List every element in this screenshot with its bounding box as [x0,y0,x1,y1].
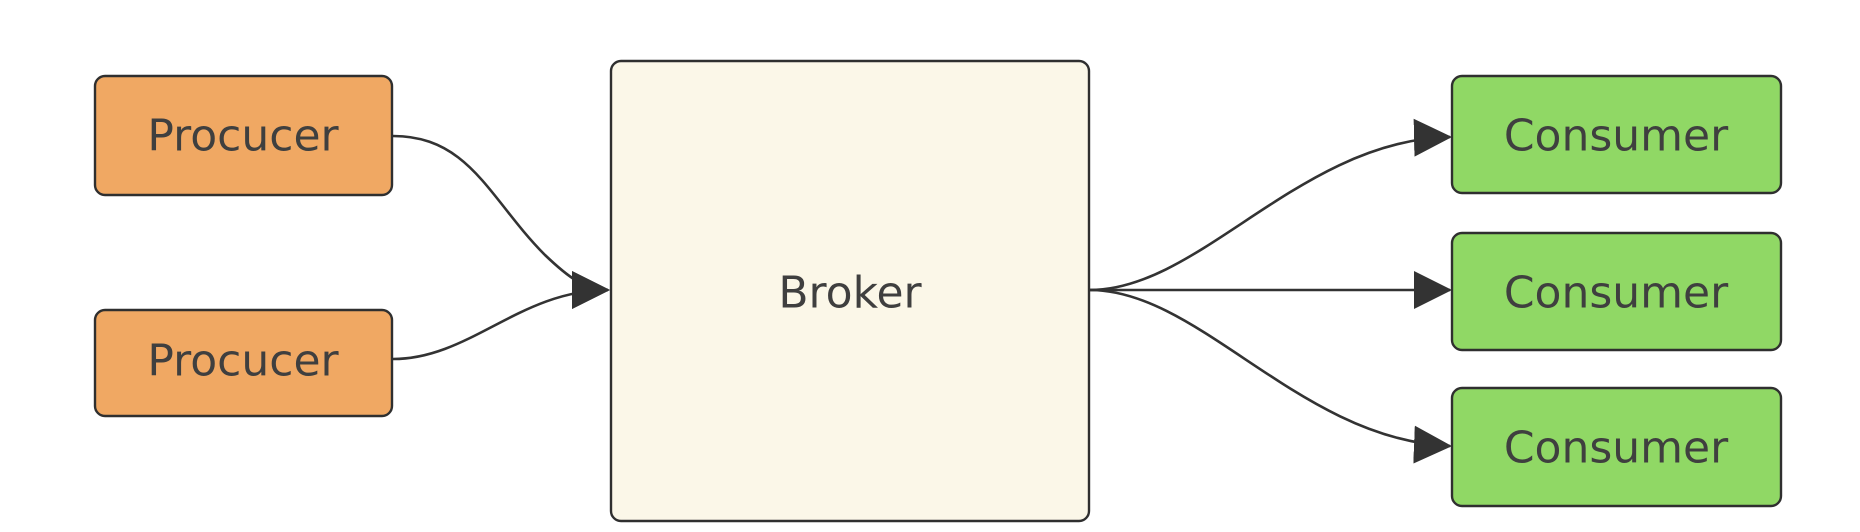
broker-box [609,59,1091,523]
producer-label-1: Procucer [147,111,339,162]
producer-node-1: Procucer [93,74,394,197]
producer-box-1 [93,74,394,197]
consumer-label-3: Consumer [1504,423,1729,474]
consumer-label-1: Consumer [1504,111,1729,162]
consumer-node-2: Consumer [1450,231,1783,352]
broker-node: Broker [609,59,1091,523]
broker-label: Broker [778,268,922,319]
edge-broker-to-consumer-3 [1089,288,1452,464]
producer-node-2: Procucer [93,308,394,418]
edges-group [392,118,1452,464]
consumer-box-2 [1450,231,1783,352]
consumer-node-1: Consumer [1450,74,1783,195]
edge-broker-to-consumer-1 [1089,118,1452,292]
producer-label-2: Procucer [147,336,339,387]
consumer-node-3: Consumer [1450,386,1783,508]
producer-box-2 [93,308,394,418]
edge-producer-2-to-broker [392,271,610,361]
consumer-box-3 [1450,386,1783,508]
edge-producer-1-to-broker [392,134,610,309]
consumer-box-1 [1450,74,1783,195]
consumer-label-2: Consumer [1504,268,1729,319]
